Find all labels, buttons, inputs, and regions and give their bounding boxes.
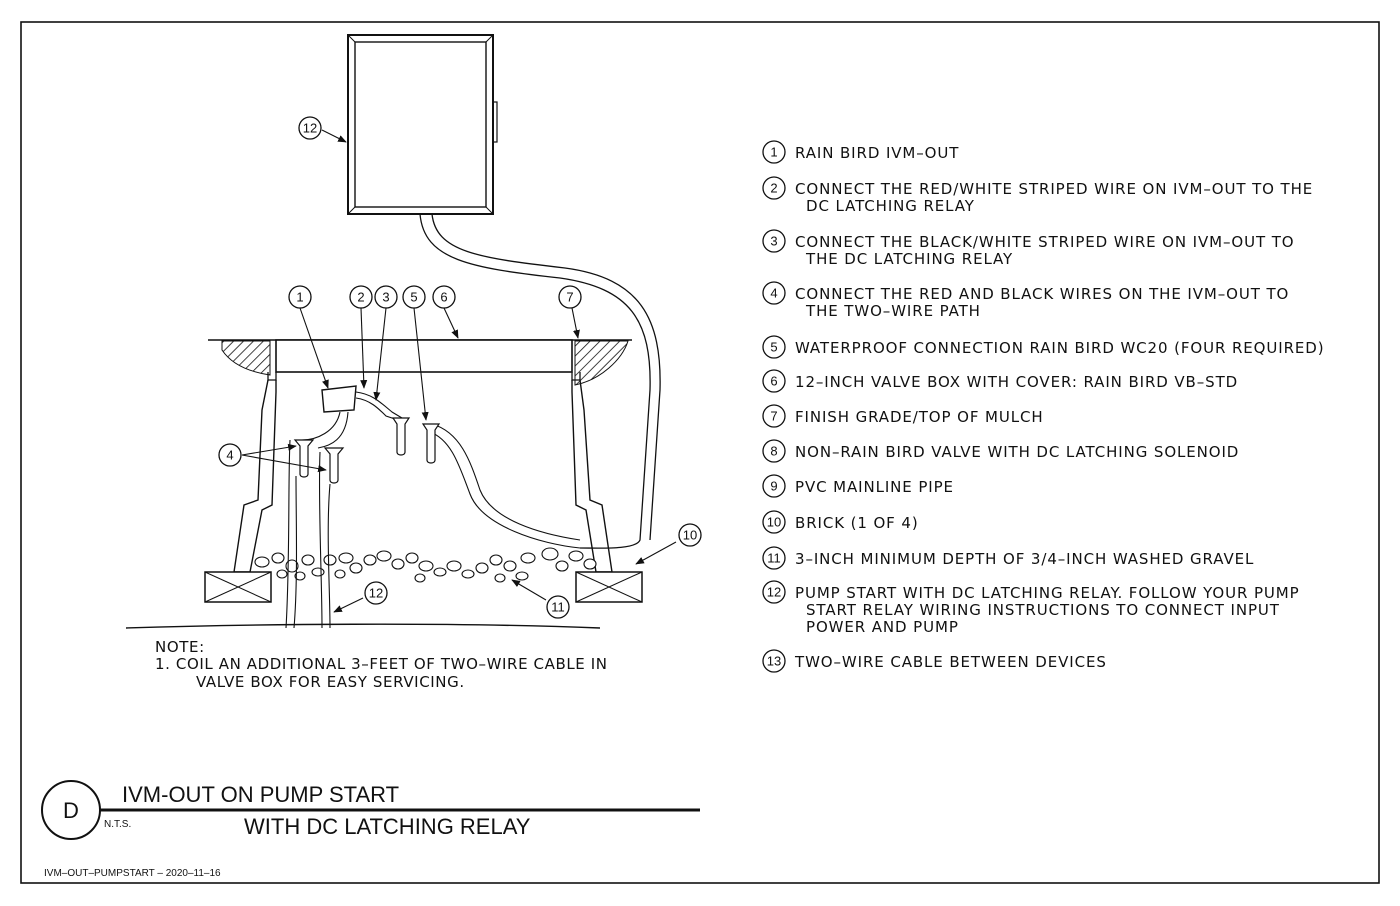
svg-text:1: 1 (770, 145, 777, 160)
title-line-2: WITH DC LATCHING RELAY (244, 814, 531, 839)
svg-text:NON–RAIN BIRD VALVE WITH DC LA: NON–RAIN BIRD VALVE WITH DC LATCHING SOL… (795, 443, 1239, 461)
sheet-border (20, 21, 1380, 884)
valve-box-wall-left (233, 379, 277, 573)
svg-text:3: 3 (770, 234, 777, 249)
svg-text:1: 1 (296, 290, 303, 305)
legend-item-4: 4 CONNECT THE RED AND BLACK WIRES ON THE… (762, 281, 1289, 320)
title-block: D IVM-OUT ON PUMP START N.T.S. WITH DC L… (41, 780, 700, 840)
legend-item-13: 13 TWO–WIRE CABLE BETWEEN DEVICES (762, 649, 1107, 673)
legend-item-12: 12 PUMP START WITH DC LATCHING RELAY. FO… (762, 580, 1300, 636)
note: NOTE: 1. COIL AN ADDITIONAL 3–FEET OF TW… (155, 638, 608, 691)
brick-left (204, 571, 272, 603)
svg-text:START RELAY WIRING INSTRUCTION: START RELAY WIRING INSTRUCTIONS TO CONNE… (806, 601, 1280, 619)
svg-text:RAIN BIRD IVM–OUT: RAIN BIRD IVM–OUT (795, 144, 959, 162)
svg-text:DC LATCHING RELAY: DC LATCHING RELAY (806, 197, 975, 215)
svg-text:6: 6 (440, 290, 447, 305)
waterproof-connectors (293, 417, 441, 484)
valve-box-diagram: 12 1 2 3 5 6 7 (125, 34, 702, 629)
svg-text:TWO–WIRE CABLE BETWEEN DEVICES: TWO–WIRE CABLE BETWEEN DEVICES (794, 653, 1107, 671)
legend-item-6: 6 12–INCH VALVE BOX WITH COVER: RAIN BIR… (762, 369, 1238, 393)
svg-text:3–INCH MINIMUM DEPTH OF 3/4–IN: 3–INCH MINIMUM DEPTH OF 3/4–INCH WASHED … (795, 550, 1254, 568)
svg-text:3: 3 (382, 290, 389, 305)
callout-4: 4 (218, 443, 242, 467)
svg-text:5: 5 (410, 290, 417, 305)
legend-item-11: 11 3–INCH MINIMUM DEPTH OF 3/4–INCH WASH… (762, 546, 1254, 570)
callout-7: 7 (558, 285, 582, 309)
svg-text:13: 13 (767, 654, 781, 669)
svg-text:10: 10 (683, 528, 697, 543)
svg-text:PVC MAINLINE PIPE: PVC MAINLINE PIPE (795, 478, 954, 496)
svg-text:12–INCH VALVE BOX WITH COVER:: 12–INCH VALVE BOX WITH COVER: RAIN BIRD … (795, 373, 1238, 391)
callout-6: 6 (432, 285, 456, 309)
svg-text:11: 11 (767, 551, 781, 566)
callout-2: 2 (349, 285, 373, 309)
legend: 1 RAIN BIRD IVM–OUT 2 CONNECT THE RED/WH… (762, 140, 1324, 673)
svg-text:6: 6 (770, 374, 777, 389)
legend-item-3: 3 CONNECT THE BLACK/WHITE STRIPED WIRE O… (762, 229, 1295, 268)
pump-start-enclosure (347, 34, 498, 215)
soil-right (574, 340, 629, 386)
callout-10: 10 (678, 523, 702, 547)
svg-text:WATERPROOF CONNECTION RAIN BIR: WATERPROOF CONNECTION RAIN BIRD WC20 (FO… (795, 339, 1324, 357)
scale-label: N.T.S. (104, 819, 131, 830)
svg-text:4: 4 (770, 286, 777, 301)
svg-text:CONNECT THE RED/WHITE STRIPED: CONNECT THE RED/WHITE STRIPED WIRE ON IV… (795, 180, 1313, 198)
note-line-1: 1. COIL AN ADDITIONAL 3–FEET OF TWO–WIRE… (155, 655, 608, 673)
svg-text:7: 7 (770, 409, 777, 424)
svg-text:FINISH GRADE/TOP OF MULCH: FINISH GRADE/TOP OF MULCH (795, 408, 1044, 426)
svg-text:THE TWO–WIRE PATH: THE TWO–WIRE PATH (805, 302, 981, 320)
legend-item-1: 1 RAIN BIRD IVM–OUT (762, 140, 959, 164)
washed-gravel (254, 547, 597, 583)
callout-12-enclosure: 12 (298, 116, 322, 140)
legend-item-5: 5 WATERPROOF CONNECTION RAIN BIRD WC20 (… (762, 335, 1324, 359)
detail-letter: D (63, 798, 79, 823)
svg-text:9: 9 (770, 479, 777, 494)
valve-box-wall-right (571, 379, 613, 573)
legend-item-7: 7 FINISH GRADE/TOP OF MULCH (762, 404, 1044, 428)
legend-item-2: 2 CONNECT THE RED/WHITE STRIPED WIRE ON … (762, 176, 1313, 215)
svg-text:BRICK (1 OF 4): BRICK (1 OF 4) (795, 514, 919, 532)
diagram-callouts: 12 1 2 3 5 6 7 (218, 116, 702, 619)
valve-box-cover (275, 339, 573, 373)
svg-text:12: 12 (369, 586, 383, 601)
legend-item-10: 10 BRICK (1 OF 4) (762, 510, 919, 534)
svg-text:10: 10 (767, 515, 781, 530)
svg-text:8: 8 (770, 444, 777, 459)
callout-5: 5 (402, 285, 426, 309)
svg-text:2: 2 (357, 290, 364, 305)
svg-text:5: 5 (770, 340, 777, 355)
legend-item-8: 8 NON–RAIN BIRD VALVE WITH DC LATCHING S… (762, 439, 1239, 463)
svg-text:2: 2 (770, 181, 777, 196)
legend-item-9: 9 PVC MAINLINE PIPE (762, 474, 954, 498)
svg-text:7: 7 (566, 290, 573, 305)
callout-12-cable: 12 (364, 581, 388, 605)
svg-text:POWER AND PUMP: POWER AND PUMP (806, 618, 959, 636)
ivm-out-device (321, 385, 357, 413)
soil-left (221, 340, 271, 376)
note-heading: NOTE: (155, 638, 205, 656)
callout-1: 1 (288, 285, 312, 309)
svg-text:PUMP START WITH DC LATCHING RE: PUMP START WITH DC LATCHING RELAY. FOLLO… (795, 584, 1300, 602)
svg-text:CONNECT THE RED AND BLACK WIRE: CONNECT THE RED AND BLACK WIRES ON THE I… (795, 285, 1289, 303)
title-line-1: IVM-OUT ON PUMP START (122, 782, 399, 807)
svg-text:12: 12 (303, 121, 317, 136)
brick-right (575, 571, 643, 603)
bottom-grade-line (125, 623, 601, 629)
callout-3: 3 (374, 285, 398, 309)
svg-text:THE DC LATCHING RELAY: THE DC LATCHING RELAY (805, 250, 1013, 268)
callout-11: 11 (546, 595, 570, 619)
svg-text:4: 4 (226, 448, 233, 463)
svg-text:11: 11 (551, 600, 565, 615)
two-wire-cable-outer (419, 213, 651, 549)
note-line-2: VALVE BOX FOR EASY SERVICING. (196, 673, 465, 691)
svg-text:CONNECT THE BLACK/WHITE STRIPE: CONNECT THE BLACK/WHITE STRIPED WIRE ON … (795, 233, 1295, 251)
two-wire-cable-inner (431, 213, 661, 541)
footer-id: IVM–OUT–PUMPSTART – 2020–11–16 (44, 868, 221, 879)
svg-text:12: 12 (767, 585, 781, 600)
